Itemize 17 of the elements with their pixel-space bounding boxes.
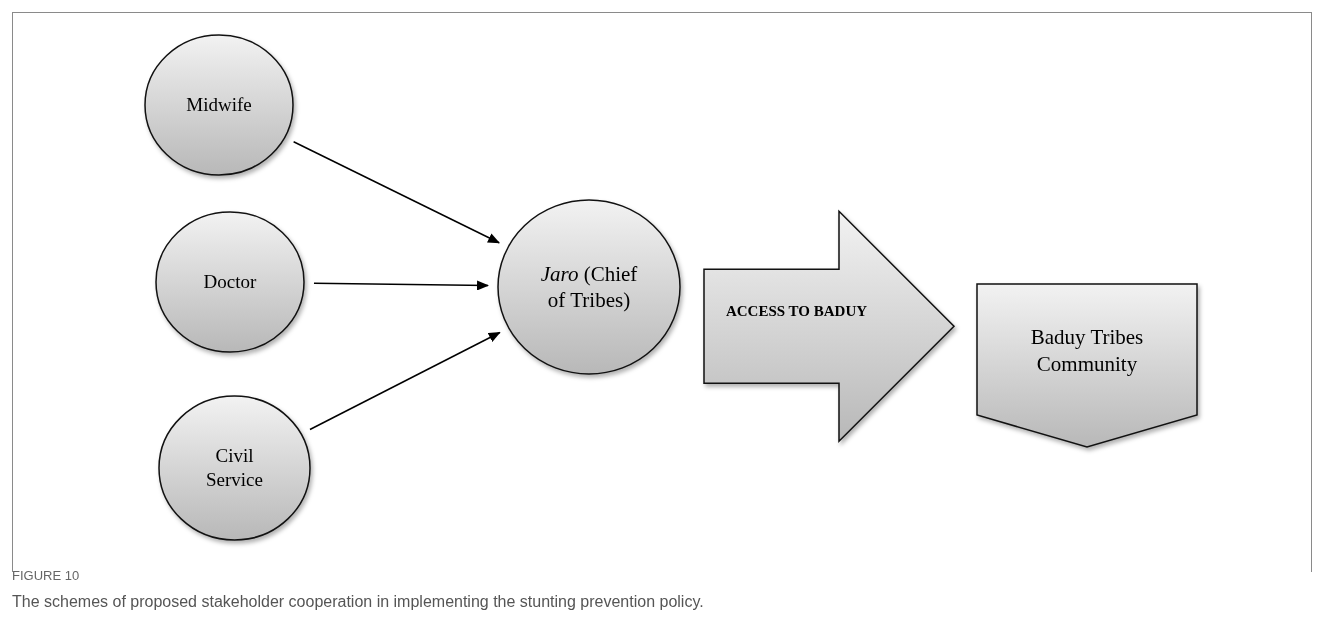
stakeholder-circle xyxy=(143,33,295,177)
pentagon-box xyxy=(976,283,1198,448)
arrow xyxy=(313,280,489,291)
node-label: Doctor xyxy=(203,270,257,294)
node-label: Jaro (Chief of Tribes) xyxy=(539,260,639,314)
node-label: Baduy Tribes Community xyxy=(1029,324,1145,377)
edge-label: ACCESS TO BADUY xyxy=(724,302,869,321)
node-label: Civil Service xyxy=(205,444,264,492)
stakeholder-circle xyxy=(154,210,306,354)
stakeholder-circle xyxy=(496,198,682,376)
node-label: Midwife xyxy=(186,93,252,117)
figure-number: FIGURE 10 xyxy=(12,567,81,585)
stakeholder-circle xyxy=(157,394,312,542)
figure-caption: The schemes of proposed stakeholder cooperation in implementing the stunting prevention policy. xyxy=(12,591,704,612)
block-arrow xyxy=(703,209,956,444)
arrow xyxy=(292,140,500,244)
arrow xyxy=(309,331,501,431)
